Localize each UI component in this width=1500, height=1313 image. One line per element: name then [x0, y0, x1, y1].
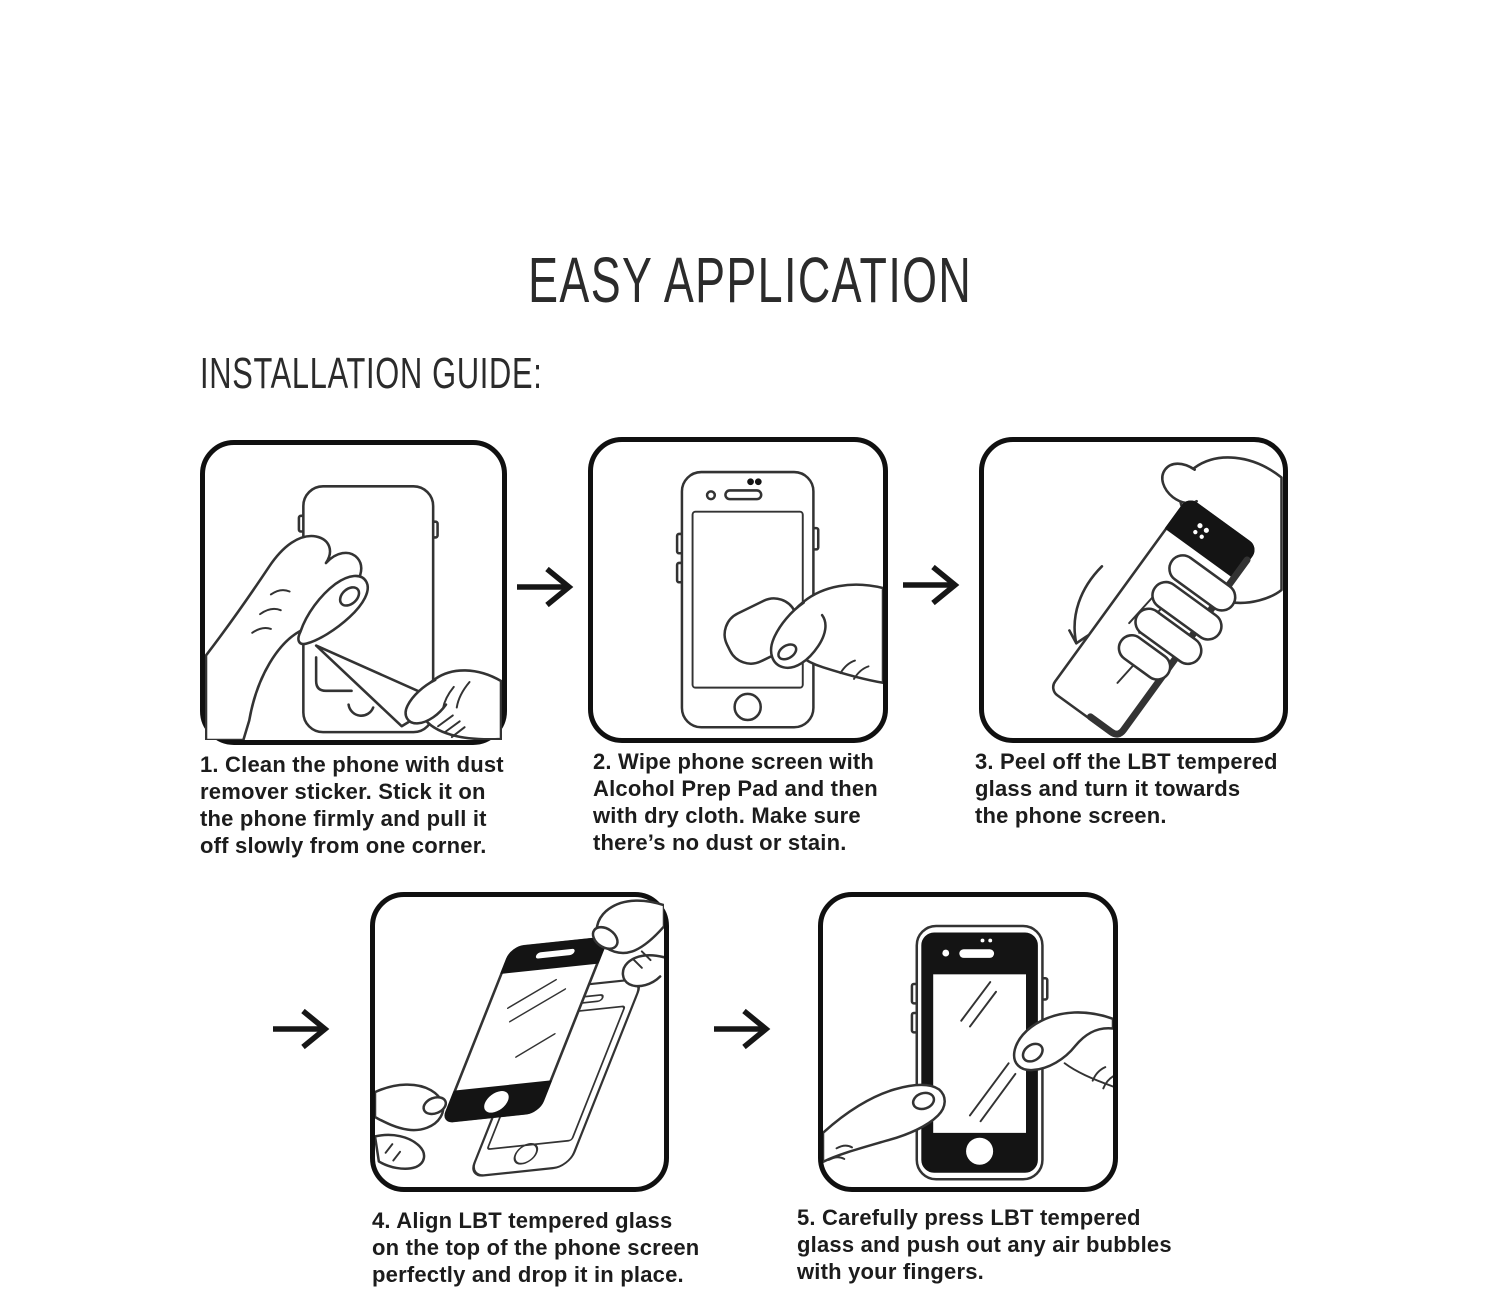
step-4-caption: 4. Align LBT tempered glass on the top o…: [372, 1208, 700, 1287]
arrow-right-icon: [517, 566, 574, 608]
clean-phone-illustration-icon: [205, 485, 502, 740]
step-3-box: [979, 437, 1288, 743]
step-2-caption: 2. Wipe phone screen with Alcohol Prep P…: [593, 749, 878, 855]
step-1-box: [200, 440, 507, 745]
right-thumb: [1012, 1011, 1113, 1090]
step-3-caption: 3. Peel off the LBT tempered glass and t…: [975, 749, 1278, 828]
left-hand: [205, 534, 369, 740]
align-glass-illustration-icon: [375, 899, 664, 1177]
step-1-caption: 1. Clean the phone with dust remover sti…: [200, 752, 504, 858]
hand-with-prep-pad: [723, 583, 883, 685]
step-5-caption: 5. Carefully press LBT tempered glass an…: [797, 1205, 1172, 1284]
section-subtitle: INSTALLATION GUIDE:: [200, 349, 543, 398]
page-title: EASY APPLICATION: [527, 244, 973, 316]
bottom-left-pinch-hand: [375, 1083, 448, 1171]
peel-glass-illustration-icon: [1051, 456, 1283, 738]
step-2-box: [588, 437, 888, 743]
arrow-right-icon: [714, 1008, 771, 1050]
wipe-phone-illustration-icon: [675, 470, 883, 729]
step-4-box: [370, 892, 669, 1192]
top-right-pinch-hand: [591, 899, 664, 988]
phone-outline: [675, 470, 820, 729]
tempered-glass: [444, 937, 606, 1123]
arrow-right-icon: [903, 564, 960, 606]
gripping-fingers: [1117, 554, 1237, 681]
page-title-wrap: EASY APPLICATION: [0, 248, 1500, 312]
right-hand: [404, 669, 502, 740]
left-thumb: [823, 1083, 946, 1164]
tempered-glass-installed: [921, 932, 1038, 1173]
step-5-box: [818, 892, 1118, 1192]
press-glass-illustration-icon: [823, 924, 1113, 1181]
section-subtitle-wrap: INSTALLATION GUIDE:: [200, 352, 689, 396]
arrow-right-icon: [273, 1008, 330, 1050]
